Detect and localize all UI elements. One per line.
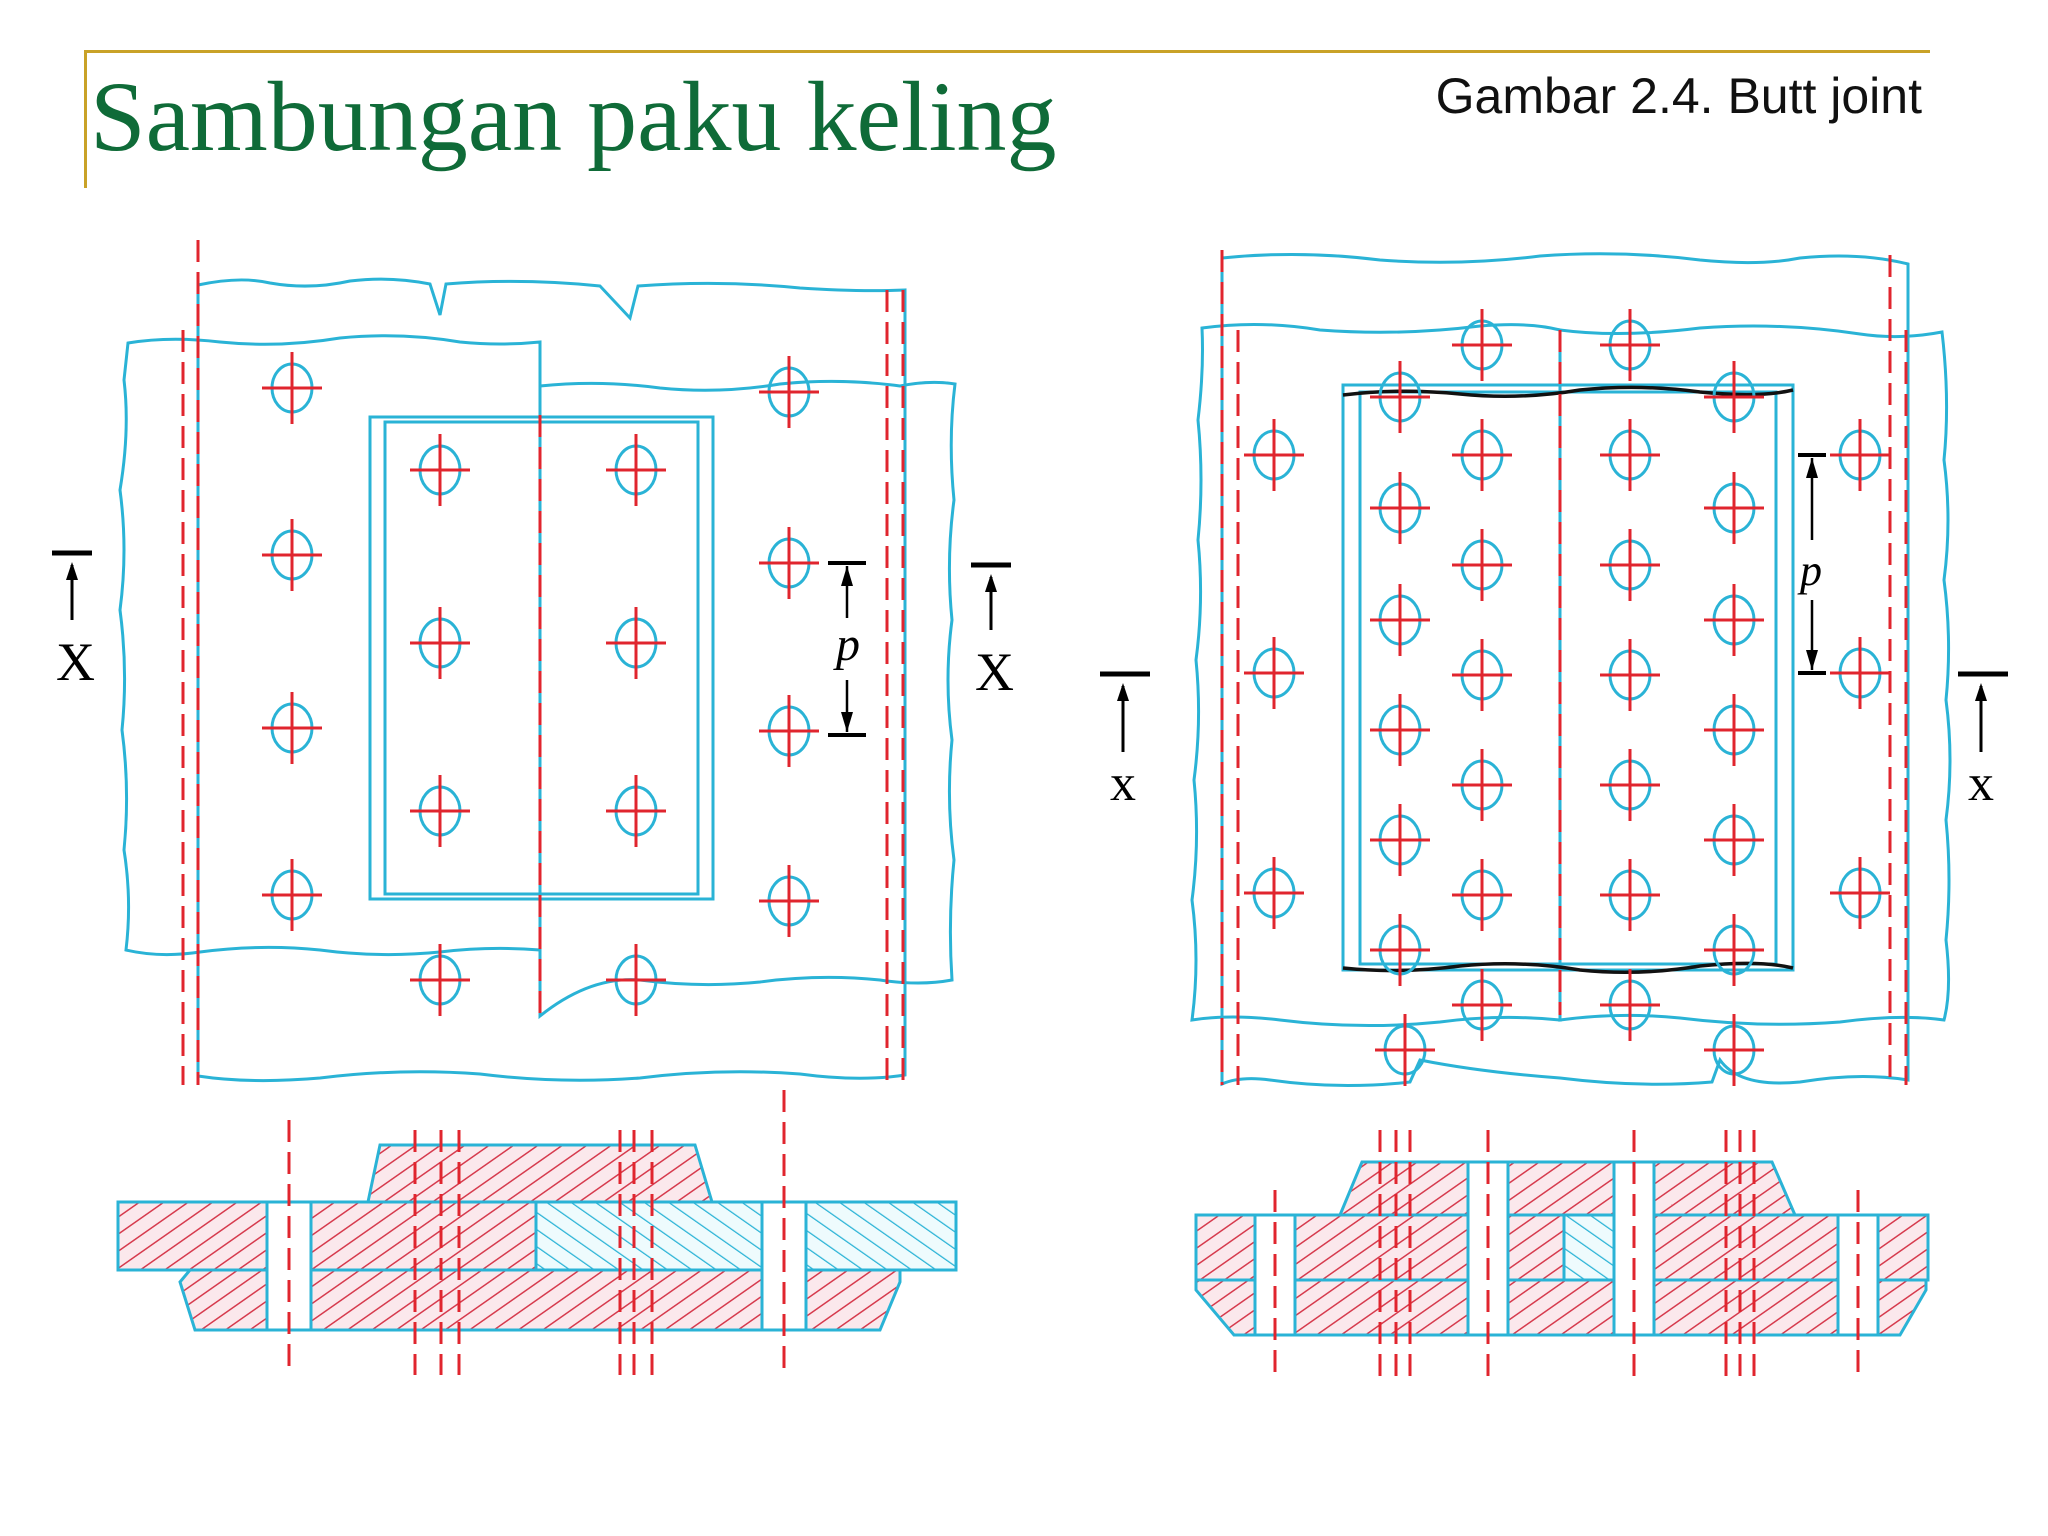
left-plan-view: X X p: [52, 240, 1014, 1085]
left-lower-plate-outline: [196, 277, 907, 1083]
rivet-circle-crosshair-icon: [1600, 969, 1660, 1041]
right-pitch-dimension: p: [1797, 453, 1826, 675]
rivet-circle-crosshair-icon: [1704, 1014, 1764, 1086]
rivet-circle-crosshair-icon: [1452, 749, 1512, 821]
rivet-circle-crosshair-icon: [410, 607, 470, 679]
rivet-circle-crosshair-icon: [1452, 309, 1512, 381]
rivet-circle-crosshair-icon: [1370, 914, 1430, 986]
left-section-mark-right: X: [971, 562, 1014, 702]
rivet-circle-crosshair-icon: [606, 434, 666, 506]
rivet-circle-crosshair-icon: [1830, 637, 1890, 709]
rivet-circle-crosshair-icon: [1600, 749, 1660, 821]
rivet-circle-crosshair-icon: [1600, 859, 1660, 931]
rivet-circle-crosshair-icon: [1375, 1014, 1435, 1086]
rivet-circle-crosshair-icon: [1244, 419, 1304, 491]
rivet-circle-crosshair-icon: [1244, 857, 1304, 929]
rivet-circle-crosshair-icon: [1370, 804, 1430, 876]
rivet-circle-crosshair-icon: [1600, 419, 1660, 491]
section-label-x-left: X: [56, 632, 95, 692]
rivet-circle-crosshair-icon: [1370, 694, 1430, 766]
title-frame-left-rule: [84, 50, 87, 188]
rivet-circle-crosshair-icon: [606, 607, 666, 679]
right-lower-strap-outline: [1220, 252, 1910, 1088]
left-section-mark-left: X: [52, 550, 95, 692]
right-cover-strap-inner: [1358, 390, 1778, 966]
rivet-circle-crosshair-icon: [410, 775, 470, 847]
rivet-circle-crosshair-icon: [262, 519, 322, 591]
rivet-circle-crosshair-icon: [1600, 309, 1660, 381]
rivet-circle-crosshair-icon: [1452, 419, 1512, 491]
slide-title: Sambungan paku keling: [90, 61, 1057, 172]
section-label-x-right-diagram-left: x: [1110, 755, 1136, 812]
rivet-circle-crosshair-icon: [759, 356, 819, 428]
left-section-view: [116, 1090, 958, 1375]
rivet-circle-crosshair-icon: [262, 352, 322, 424]
figure-caption: Gambar 2.4. Butt joint: [1435, 68, 1922, 124]
rivet-circle-crosshair-icon: [759, 695, 819, 767]
left-main-plate-right: [538, 379, 957, 1020]
rivet-circle-crosshair-icon: [1600, 529, 1660, 601]
rivet-circle-crosshair-icon: [759, 527, 819, 599]
right-main-plate-right: [1558, 324, 1952, 1026]
rivet-circle-crosshair-icon: [606, 944, 666, 1016]
rivet-circle-crosshair-icon: [1452, 969, 1512, 1041]
rivet-circle-crosshair-icon: [1704, 584, 1764, 656]
rivet-circle-crosshair-icon: [1830, 419, 1890, 491]
right-cover-strap: [1341, 383, 1795, 972]
right-section-view: [1194, 1130, 1930, 1378]
pitch-label-left: p: [833, 618, 860, 671]
rivet-circle-crosshair-icon: [410, 434, 470, 506]
rivet-circle-crosshair-icon: [1452, 529, 1512, 601]
left-pitch-dimension: p: [828, 561, 866, 737]
rivet-circle-crosshair-icon: [1830, 857, 1890, 929]
rivet-circle-crosshair-icon: [262, 692, 322, 764]
title-frame-top-rule: [84, 50, 1930, 53]
rivet-circle-crosshair-icon: [1244, 637, 1304, 709]
rivet-circle-crosshair-icon: [1452, 859, 1512, 931]
right-section-mark-right: x: [1958, 671, 2008, 812]
section-label-x-right: X: [975, 642, 1014, 702]
right-plan-view: x x p: [1100, 250, 2008, 1088]
rivet-circle-crosshair-icon: [1370, 472, 1430, 544]
rivet-circle-crosshair-icon: [1452, 639, 1512, 711]
rivet-circle-crosshair-icon: [1370, 584, 1430, 656]
pitch-label-right: p: [1797, 546, 1822, 595]
rivet-circle-crosshair-icon: [1704, 361, 1764, 433]
rivet-circle-crosshair-icon: [1704, 804, 1764, 876]
rivet-circle-crosshair-icon: [1370, 361, 1430, 433]
rivet-circle-crosshair-icon: [1704, 914, 1764, 986]
right-section-mark-left: x: [1100, 671, 1150, 812]
rivet-circle-crosshair-icon: [1704, 472, 1764, 544]
rivet-circle-crosshair-icon: [410, 944, 470, 1016]
rivet-circle-crosshair-icon: [1600, 639, 1660, 711]
rivet-circle-crosshair-icon: [262, 859, 322, 931]
rivet-circle-crosshair-icon: [1704, 694, 1764, 766]
section-label-x-right-diagram-right: x: [1968, 755, 1994, 812]
left-main-plate-left: [118, 334, 542, 957]
rivet-circle-crosshair-icon: [759, 865, 819, 937]
rivet-circle-crosshair-icon: [606, 775, 666, 847]
